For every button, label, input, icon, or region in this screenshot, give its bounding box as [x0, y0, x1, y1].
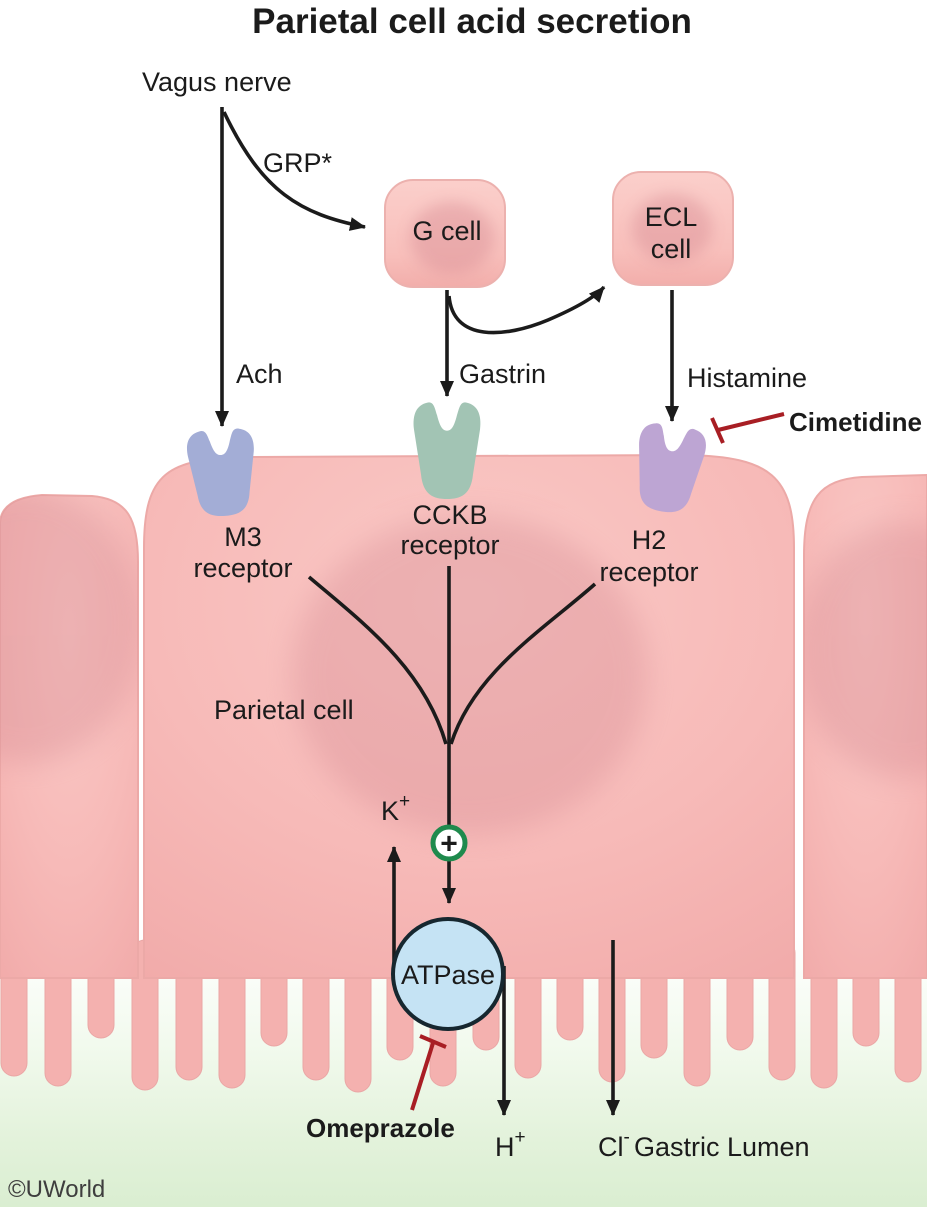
omeprazole-inhibit-shaft [410, 1042, 435, 1111]
m3-receptor-label-line1: M3 [224, 522, 262, 552]
h2-receptor-label-line2: receptor [599, 557, 698, 587]
inhibition-lines [410, 412, 785, 1111]
grp-label: GRP* [263, 148, 333, 178]
stimulation-plus-circle [430, 824, 468, 862]
nucleus-parietal-cell [292, 515, 648, 835]
atpase-pump-circle [391, 917, 505, 1031]
ach-label: Ach [236, 359, 283, 389]
h-ion-base: H [495, 1132, 515, 1162]
h2-signal-line [449, 582, 597, 745]
omeprazole-inhibit-cap [419, 1034, 447, 1049]
gcell-to-ecl-arrow [447, 285, 606, 335]
pathway-arrows [215, 107, 679, 1116]
cl-ion-base: Cl [598, 1132, 624, 1162]
signal-convergence-lines [307, 566, 597, 826]
cimetidine-inhibit-shaft [717, 412, 785, 432]
m3-receptor-label-line2: receptor [193, 553, 292, 583]
k-ion-label: K+ [381, 791, 410, 826]
nucleus-right-cell [804, 522, 927, 778]
histamine-label: Histamine [687, 363, 807, 393]
g-cell-nucleus [410, 202, 494, 274]
g-cell-label: G cell [412, 216, 481, 246]
ecl-cell-label-line1: ECL [645, 202, 698, 232]
m3-signal-line [307, 575, 448, 745]
nucleus-left-cell [0, 495, 138, 763]
k-ion-base: K [381, 796, 399, 826]
cimetidine-label: Cimetidine [789, 407, 922, 437]
gastric-lumen-label: Gastric Lumen [634, 1132, 810, 1162]
omeprazole-label: Omeprazole [306, 1113, 455, 1143]
stimulation-plus-icon: + [440, 828, 458, 861]
ecl-cell-label-line2: cell [651, 234, 692, 264]
cl-ion-superscript: - [624, 1127, 630, 1148]
cl-ion-label: Cl- [598, 1127, 630, 1162]
grp-arrow [222, 111, 366, 231]
k-ion-superscript: + [399, 791, 410, 812]
vagus-nerve-label: Vagus nerve [142, 67, 292, 97]
cckb-receptor-label-line2: receptor [400, 530, 499, 560]
cimetidine-inhibit-cap [710, 417, 725, 444]
uworld-watermark: ©UWorld [8, 1176, 105, 1203]
atpase-label: ATPase [401, 960, 495, 990]
cckb-receptor-label-line1: CCKB [412, 500, 487, 530]
h-ion-superscript: + [515, 1127, 526, 1148]
parietal-cell-label: Parietal cell [214, 695, 354, 725]
h-ion-label: H+ [495, 1127, 526, 1162]
ecl-cell-nucleus [632, 194, 712, 262]
gastrin-label: Gastrin [459, 359, 546, 389]
diagram-title: Parietal cell acid secretion [252, 2, 692, 41]
h2-receptor-label-line1: H2 [632, 525, 667, 555]
